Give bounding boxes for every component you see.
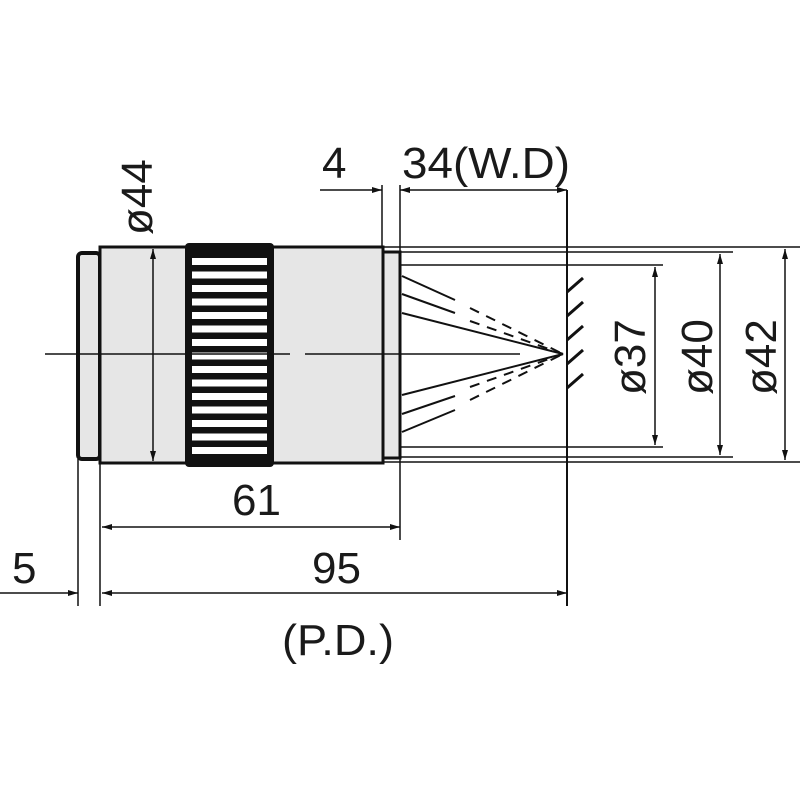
label-dia-37: ø37 xyxy=(606,319,655,395)
hatch-mark xyxy=(566,300,584,318)
objective-body xyxy=(76,243,402,467)
knurl-groove xyxy=(192,447,267,454)
dimension-lines xyxy=(0,187,788,596)
knurl-grooves xyxy=(192,258,267,454)
label-dia-42: ø42 xyxy=(737,319,786,395)
knurl-groove xyxy=(192,258,267,265)
knurl-groove xyxy=(192,312,267,319)
hatch-mark xyxy=(566,372,584,390)
hatch-mark xyxy=(566,348,584,366)
extension-lines xyxy=(77,185,800,606)
hatch-mark xyxy=(566,324,584,342)
knurl-groove xyxy=(192,352,267,360)
label-parfocal: (P.D.) xyxy=(282,616,394,665)
label-dia-44: ø44 xyxy=(113,159,162,235)
label-dia-40: ø40 xyxy=(673,319,722,395)
knurl-groove xyxy=(192,420,267,427)
specimen-hatch xyxy=(566,276,584,390)
knurl-groove xyxy=(192,406,267,414)
label-95: 95 xyxy=(312,544,361,593)
knurl-groove xyxy=(192,325,267,333)
label-61: 61 xyxy=(232,476,281,525)
label-working-distance: 34(W.D) xyxy=(402,139,570,188)
knurl-groove xyxy=(192,285,267,292)
front-ring xyxy=(381,250,402,460)
knurl-groove xyxy=(192,298,267,306)
knurl-groove xyxy=(192,379,267,387)
knurl-groove xyxy=(192,339,267,346)
thread-ring xyxy=(76,251,102,461)
hatch-mark xyxy=(566,276,584,294)
label-4: 4 xyxy=(322,139,346,188)
knurl-groove xyxy=(192,366,267,373)
knurl-groove xyxy=(192,393,267,400)
light-rays xyxy=(401,275,564,433)
label-5: 5 xyxy=(12,544,36,593)
knurl-groove xyxy=(192,271,267,279)
knurl-groove xyxy=(192,433,267,441)
